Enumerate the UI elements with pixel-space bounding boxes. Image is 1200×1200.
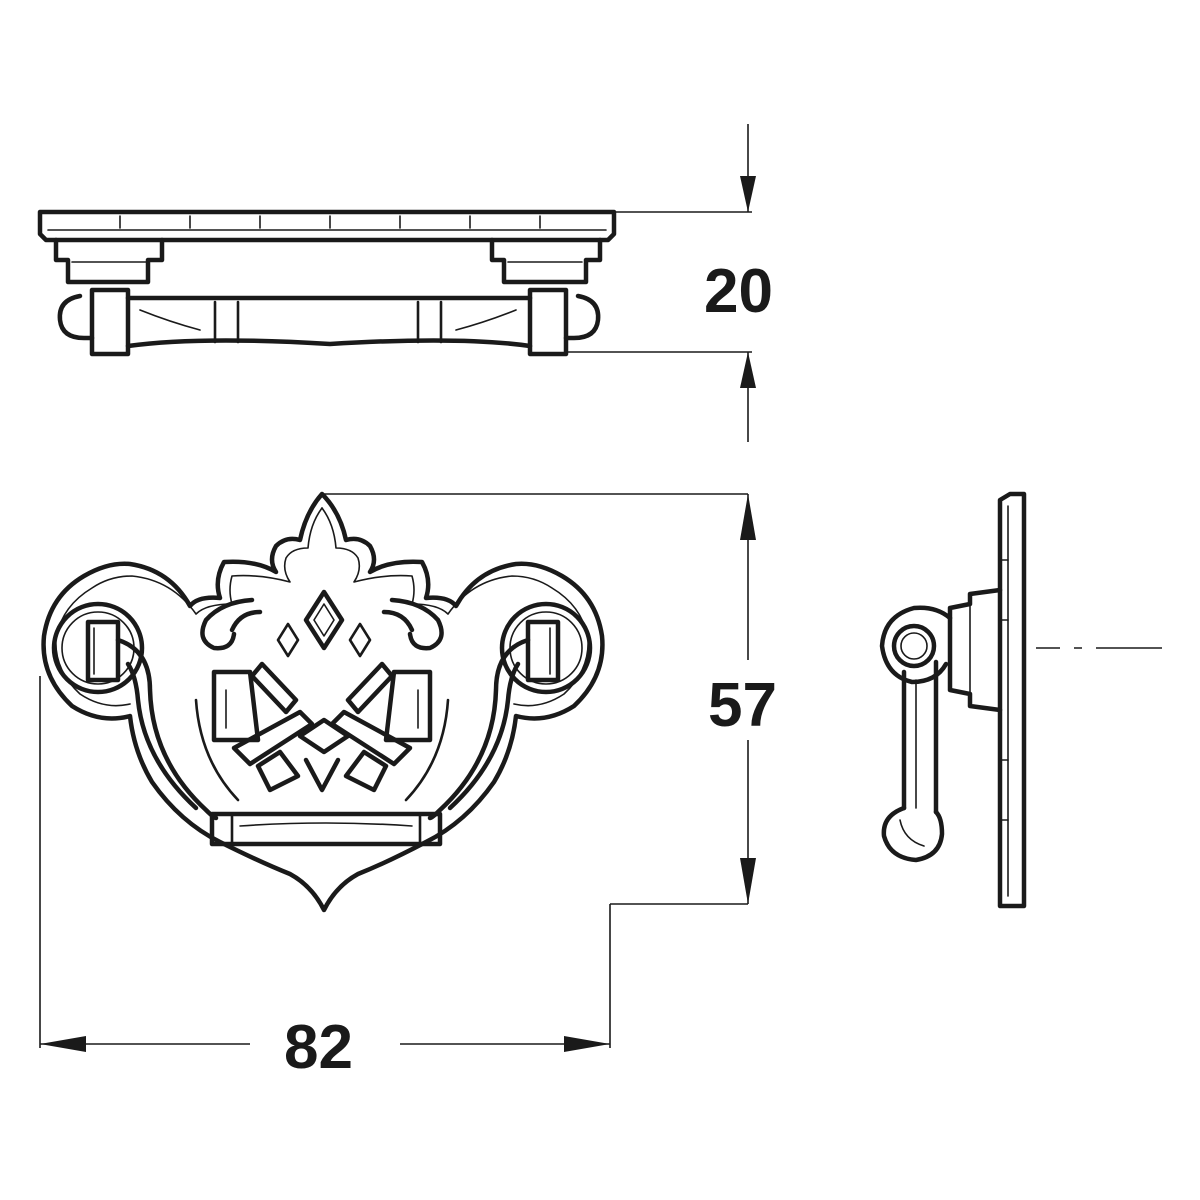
- front-view: [41, 491, 605, 913]
- dimension-height: 20: [566, 124, 773, 442]
- dimension-height-label: 20: [704, 257, 773, 326]
- side-view: [879, 491, 1162, 909]
- dimension-plate-height-label: 57: [708, 671, 777, 740]
- dimension-width: 82: [39, 676, 611, 1082]
- dimension-width-label: 82: [284, 1013, 353, 1082]
- dimension-plate-height: 57: [322, 493, 796, 905]
- top-view: [37, 209, 617, 357]
